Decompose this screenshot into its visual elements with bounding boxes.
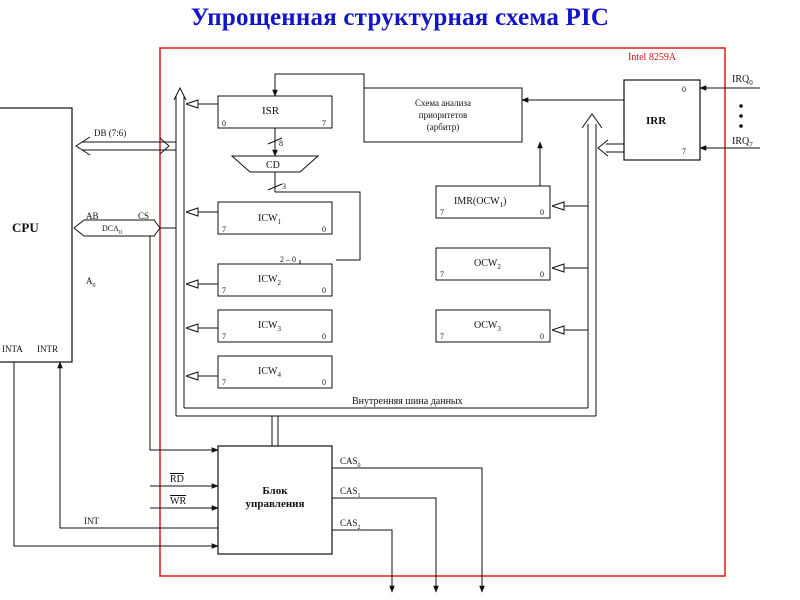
ocw3-block: OCW3 7 0 [435, 309, 551, 343]
isr-block: ISR 0 7 [217, 95, 333, 129]
chip-label: Intel 8259A [628, 52, 677, 63]
int-label: INT [84, 516, 99, 526]
arbiter-line2: приоритетов [419, 110, 467, 120]
icw4-bit-lo: 7 [222, 378, 226, 387]
cs-label: CS [138, 211, 149, 221]
internal-bus-label: Внутренняя шина данных [352, 396, 463, 407]
ocw3-bit-lo: 7 [440, 332, 444, 341]
ab-label: AB [86, 211, 99, 221]
icw2-bits-label: 2 – 0 [280, 255, 296, 264]
icw3-bit-lo: 7 [222, 332, 226, 341]
ocw3-label: OCW3 [474, 320, 501, 333]
irq7-label: IRQ7 [732, 136, 753, 149]
icw2-label: ICW2 [258, 274, 281, 287]
cas0-label: CAS0 [340, 456, 361, 469]
wr-label: WR [170, 496, 186, 507]
isr-label: ISR [262, 105, 280, 117]
isr-bit-lo: 0 [222, 119, 226, 128]
cpu-intr-label: INTR [37, 344, 58, 354]
irr-bit-hi: 7 [682, 147, 686, 156]
imr-bit-lo: 7 [440, 208, 444, 217]
chip-border [159, 47, 726, 577]
icw3-label: ICW3 [258, 320, 281, 333]
irq-ellipsis [739, 104, 743, 128]
page-title: Упрощенная структурная схема PIC [190, 4, 610, 31]
ocw2-bit-hi: 0 [540, 270, 544, 279]
irq0-label: IRQ0 [732, 74, 753, 87]
cd-out-width: 3 [282, 182, 286, 191]
ocw3-bit-hi: 0 [540, 332, 544, 341]
cas0-wire [332, 467, 485, 593]
internal-bus-left [173, 86, 596, 417]
isr-bit-hi: 7 [322, 119, 326, 128]
arbiter-line3: (арбитр) [427, 122, 459, 132]
arbiter-line1: Схема анализа [415, 98, 471, 108]
cd-block: CD [230, 155, 320, 173]
control-line2: управления [246, 498, 305, 510]
icw1-bit-hi: 0 [322, 225, 326, 234]
dca-label: DCA0 [102, 224, 122, 236]
a0-label: A0 [86, 276, 96, 289]
rd-label: RD [170, 474, 184, 485]
icw1-label: ICW1 [258, 213, 281, 226]
icw2-bit-hi: 0 [322, 286, 326, 295]
cas2-wire [332, 529, 395, 593]
ocw2-label: OCW2 [474, 258, 501, 271]
cd-label: CD [266, 160, 280, 171]
control-block: Блок управления [217, 445, 333, 555]
internal-bus-right [581, 113, 603, 416]
irr-label: IRR [646, 115, 667, 127]
icw2-block: ICW2 7 0 [217, 263, 333, 297]
cas2-label: CAS2 [340, 518, 361, 531]
dca-bus [73, 219, 176, 237]
irr-block: IRR 0 7 [623, 79, 701, 161]
arbiter-block: Схема анализа приоритетов (арбитр) [363, 87, 523, 143]
cas1-label: CAS1 [340, 486, 361, 499]
icw2-bit-lo: 7 [222, 286, 226, 295]
icw3-block: ICW3 7 0 [217, 309, 333, 343]
imr-block: IMR(OCW1) 7 0 [435, 185, 551, 219]
imr-label: IMR(OCW1) [454, 196, 506, 209]
icw4-label: ICW4 [258, 366, 281, 379]
cd-in-width: 8 [279, 139, 283, 148]
cas1-wire [332, 497, 439, 593]
icw3-bit-hi: 0 [322, 332, 326, 341]
cpu-inta-label: INTA [2, 344, 23, 354]
cpu-label: CPU [12, 220, 39, 235]
irr-bit-lo: 0 [682, 85, 686, 94]
ocw2-block: OCW2 7 0 [435, 247, 551, 281]
db-bus [75, 136, 176, 156]
db-bus-label: DB (7:6) [94, 128, 126, 138]
ocw2-bit-lo: 7 [440, 270, 444, 279]
icw1-bit-lo: 7 [222, 225, 226, 234]
imr-bit-hi: 0 [540, 208, 544, 217]
a0-wire [149, 236, 219, 453]
control-line1: Блок [262, 485, 288, 497]
cpu-block: CPU INTA INTR [0, 107, 73, 363]
icw4-bit-hi: 0 [322, 378, 326, 387]
icw4-block: ICW4 7 0 [217, 355, 333, 389]
icw1-block: ICW1 7 0 [217, 201, 333, 235]
